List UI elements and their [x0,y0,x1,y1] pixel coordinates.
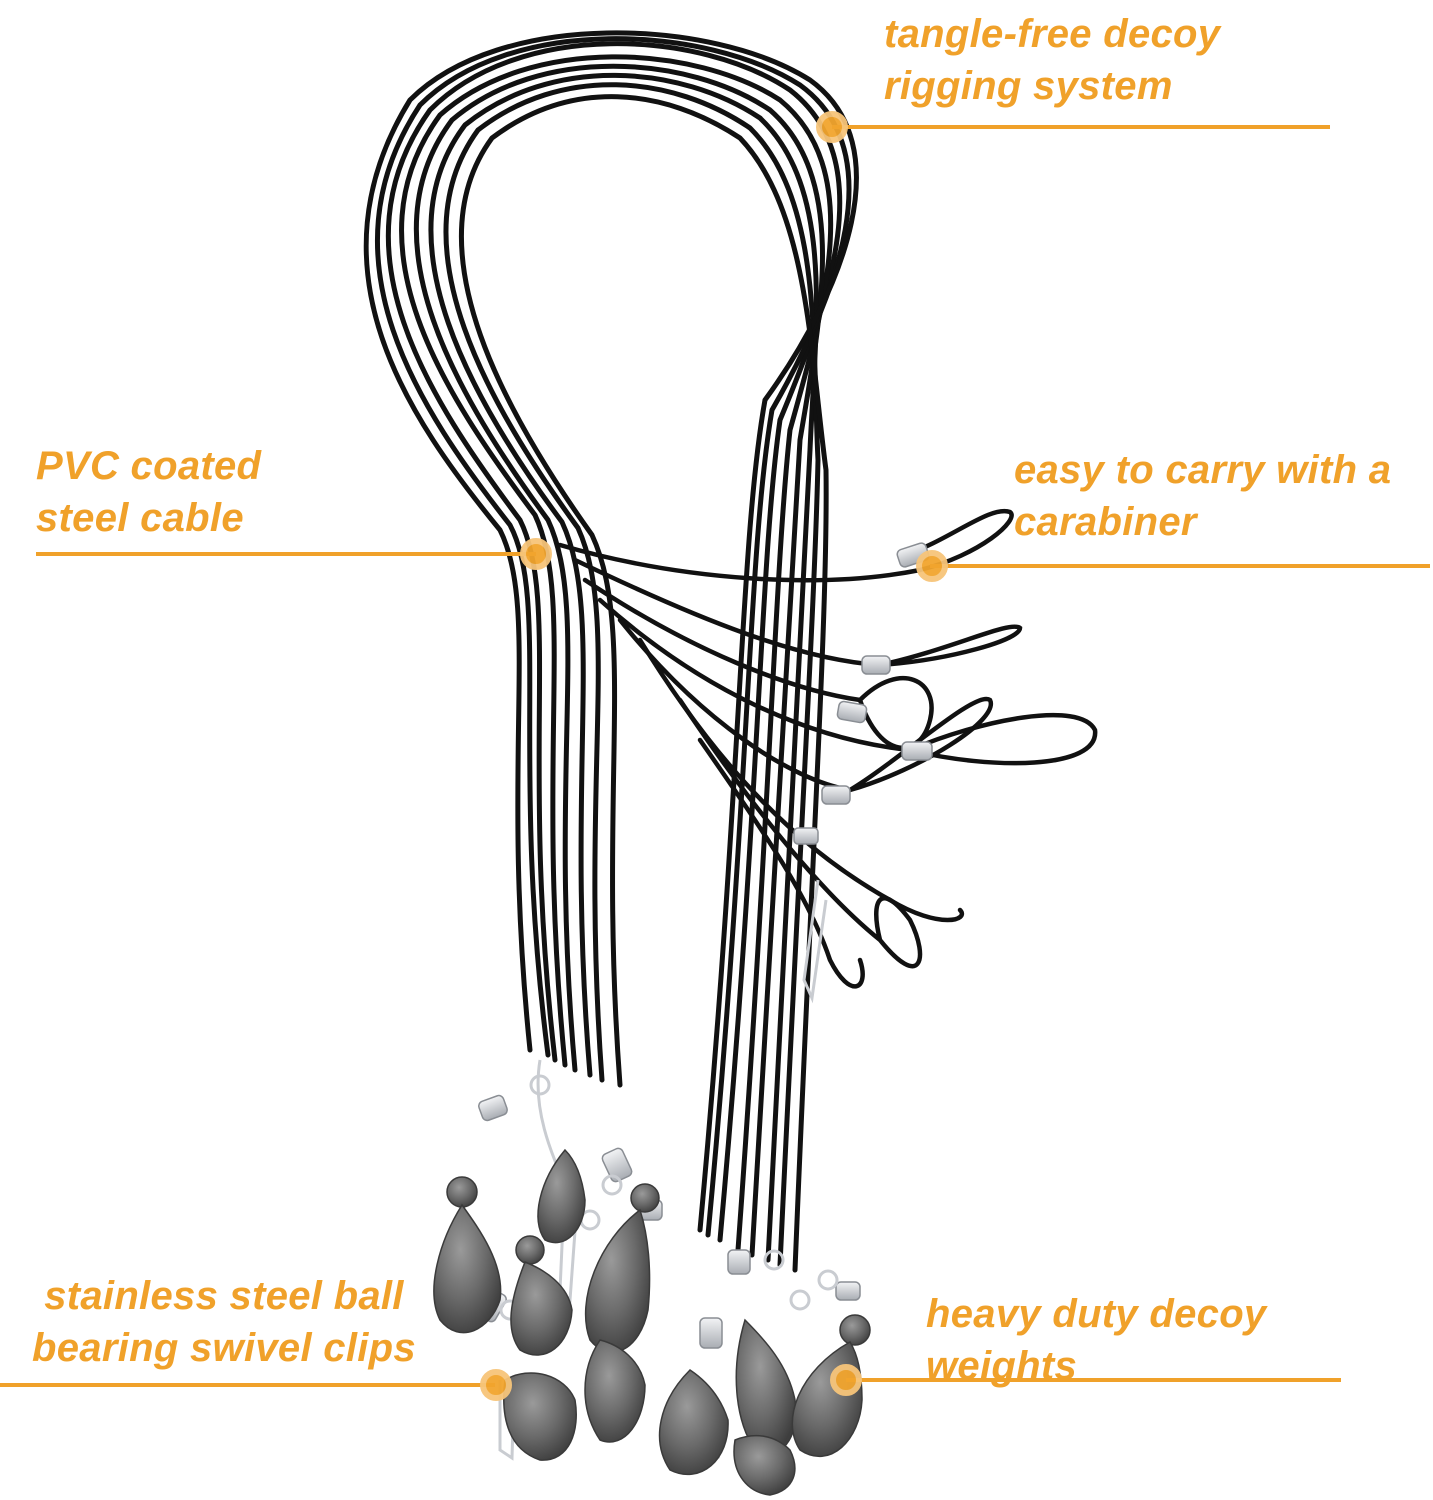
callout-weights-line1: heavy duty decoy [926,1292,1267,1336]
callout-line-rigging [832,125,1330,129]
callout-swivel: stainless steel ball bearing swivel clip… [32,1270,416,1374]
callout-line-carabiner [930,564,1430,568]
callout-cable-line2: steel cable [36,496,244,540]
callout-rigging-line1: tangle-free decoy [884,12,1221,56]
end-loops [557,508,1098,989]
callout-swivel-line2: bearing swivel clips [32,1326,416,1370]
callout-rigging-line2: rigging system [884,64,1173,108]
callout-carabiner: easy to carry with a carabiner [1014,444,1391,548]
callout-cable: PVC coated steel cable [36,440,261,544]
callout-dots [480,111,948,1401]
callout-carabiner-line2: carabiner [1014,500,1197,544]
callout-dot-weights [830,1364,862,1396]
callout-rigging: tangle-free decoy rigging system [884,8,1220,112]
callout-swivel-line1: stainless steel ball [44,1274,404,1318]
callout-dot-rigging [816,111,848,143]
callout-line-swivel [0,1383,495,1387]
callout-weights: heavy duty decoy weights [926,1288,1266,1392]
callout-carabiner-line1: easy to carry with a [1014,448,1392,492]
callout-weights-line2: weights [926,1344,1078,1388]
callout-cable-line1: PVC coated [36,444,262,488]
callout-dot-swivel [480,1369,512,1401]
cable-loop [363,30,859,1273]
callout-line-cable [36,552,536,556]
callout-dot-cable [520,538,552,570]
callout-dot-carabiner [916,550,948,582]
callout-line-weights [846,1378,1341,1382]
